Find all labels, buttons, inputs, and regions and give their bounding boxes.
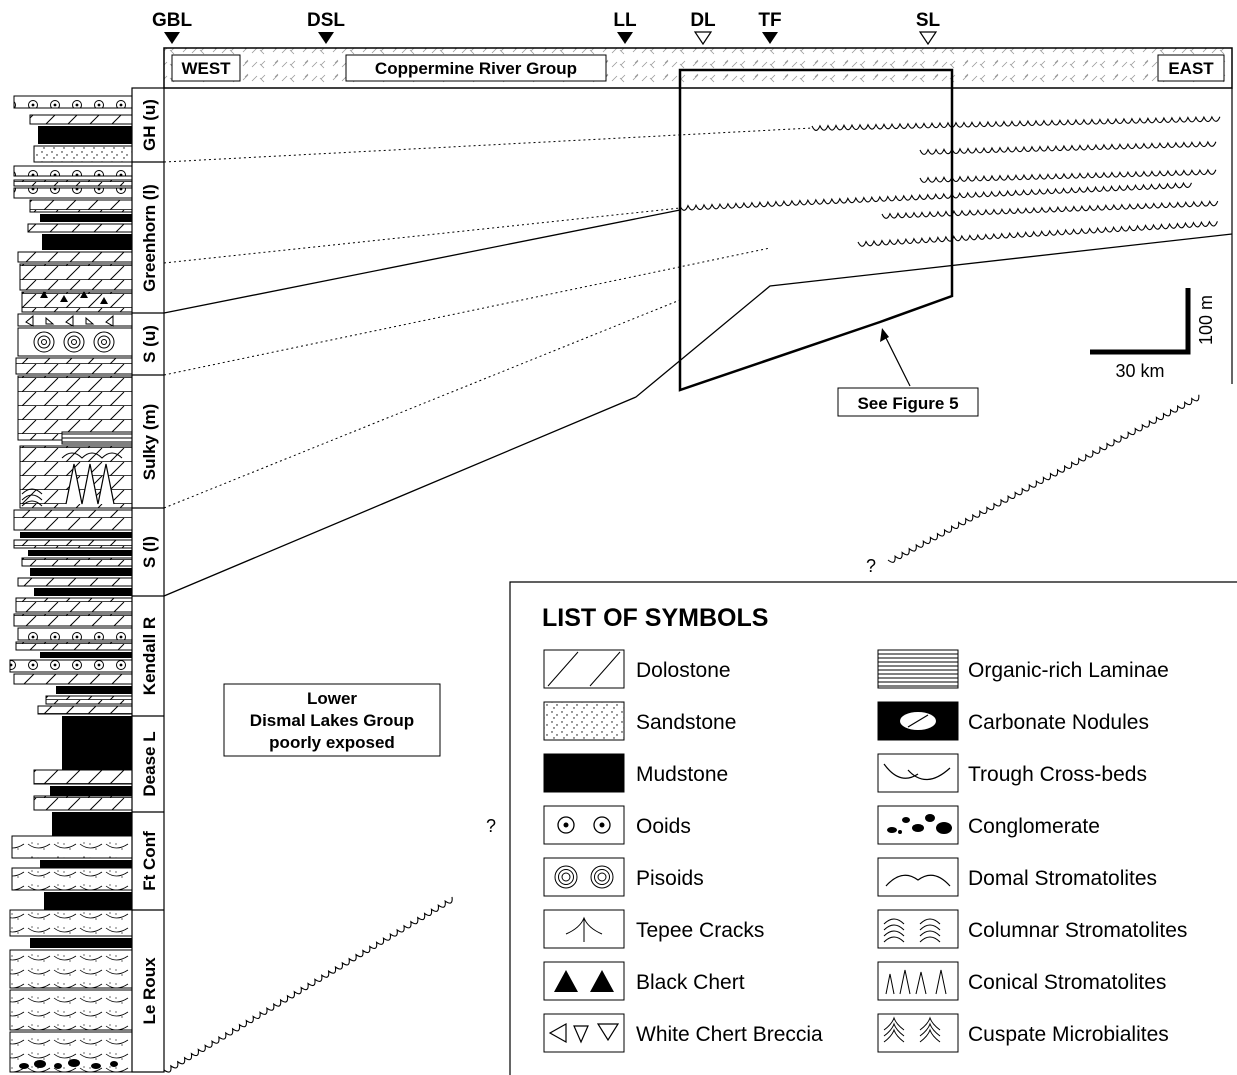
marker-label-gbl: GBL [152, 10, 193, 31]
marker-ll [617, 32, 633, 44]
marker-dsl [318, 32, 334, 44]
legend-label-dolostone: Dolostone [636, 659, 731, 682]
legend-label-pisoids: Pisoids [636, 867, 704, 890]
mudstone-icon [544, 754, 624, 792]
lower-dismal-lakes-box: Lower Dismal Lakes Group poorly exposed [224, 684, 440, 756]
question-mark-upper: ? [866, 556, 876, 576]
unit-label-dease-l: Dease L [140, 731, 159, 796]
legend-label-ooids: Ooids [636, 815, 691, 838]
legend-label-sandstone: Sandstone [636, 711, 736, 734]
white-chert-breccia-icon [544, 1014, 624, 1052]
west-label: WEST [181, 59, 231, 78]
domal-stromatolites-icon [878, 858, 958, 896]
legend-label-black-chert: Black Chert [636, 971, 745, 994]
unit-label-sulky-m: Sulky (m) [140, 404, 159, 481]
lower-group-line-1: Lower [307, 689, 357, 708]
legend-label-domal-stromatolites: Domal Stromatolites [968, 867, 1157, 890]
coppermine-label: Coppermine River Group [375, 59, 577, 78]
east-label: EAST [1168, 59, 1214, 78]
scale-vertical-label: 100 m [1196, 295, 1216, 345]
legend-label-cuspate-microbialites: Cuspate Microbialites [968, 1023, 1169, 1046]
see-figure5-callout: See Figure 5 [838, 328, 978, 416]
marker-tf [762, 32, 778, 44]
correlation-lines [164, 128, 1232, 596]
legend-label-conical-stromatolites: Conical Stromatolites [968, 971, 1166, 994]
conical-stromatolites-icon [878, 962, 958, 1000]
unit-label-le-roux: Le Roux [140, 957, 159, 1025]
figure5-outline [680, 70, 952, 390]
legend-label-white-chert-breccia: White Chert Breccia [636, 1023, 823, 1046]
lower-group-line-2: Dismal Lakes Group [250, 711, 414, 730]
legend-label-carbonate-nodules: Carbonate Nodules [968, 711, 1149, 734]
pisoids-icon [544, 858, 624, 896]
sandstone-icon [544, 702, 624, 740]
legend-label-tepee-cracks: Tepee Cracks [636, 919, 764, 942]
marker-label-ll: LL [613, 10, 637, 31]
unit-label-strip: GH (u) Greenhorn (l) S (u) Sulky (m) S (… [132, 88, 164, 1072]
columnar-stromatolites-icon [878, 910, 958, 948]
legend-label-organic-laminae: Organic-rich Laminae [968, 659, 1169, 682]
stratigraphic-column [10, 88, 132, 1072]
marker-label-dl: DL [690, 10, 716, 31]
legend-label-trough-cross-beds: Trough Cross-beds [968, 763, 1147, 786]
marker-gbl [164, 32, 180, 44]
tepee-cracks-icon [544, 910, 624, 948]
marker-dl [695, 32, 711, 44]
black-chert-icon [544, 962, 624, 1000]
cuspate-microbialites-icon [878, 1014, 958, 1052]
marker-sl [920, 32, 936, 44]
legend-label-columnar-stromatolites: Columnar Stromatolites [968, 919, 1187, 942]
legend-label-conglomerate: Conglomerate [968, 815, 1100, 838]
legend: LIST OF SYMBOLS [510, 582, 1237, 1075]
coppermine-bar: WEST Coppermine River Group EAST [164, 48, 1232, 88]
scale-horizontal-label: 30 km [1115, 361, 1164, 381]
scale-bar: 100 m 30 km [1090, 288, 1216, 381]
see-figure5-label: See Figure 5 [857, 394, 958, 413]
marker-label-dsl: DSL [307, 10, 345, 31]
section-markers: GBL DSL LL DL TF SL [152, 10, 941, 44]
lower-group-line-3: poorly exposed [269, 733, 395, 752]
unit-label-s-l: S (l) [140, 536, 159, 568]
trough-cross-beds-icon [878, 754, 958, 792]
organic-laminae-icon [878, 650, 958, 688]
unit-label-ft-conf: Ft Conf [140, 831, 159, 891]
question-mark-lower: ? [486, 816, 496, 836]
unit-label-gh-u: GH (u) [140, 99, 159, 151]
unit-label-kendall-r: Kendall R [140, 617, 159, 695]
marker-label-sl: SL [916, 10, 941, 31]
dolostone-icon [544, 650, 624, 688]
unit-label-s-u: S (u) [140, 325, 159, 363]
ooids-icon [544, 806, 624, 844]
marker-label-tf: TF [758, 10, 781, 31]
unit-label-greenhorn-l: Greenhorn (l) [140, 184, 159, 292]
conglomerate-icon [878, 806, 958, 844]
legend-label-mudstone: Mudstone [636, 763, 728, 786]
legend-title: LIST OF SYMBOLS [542, 604, 768, 632]
carbonate-nodules-icon [878, 702, 958, 740]
